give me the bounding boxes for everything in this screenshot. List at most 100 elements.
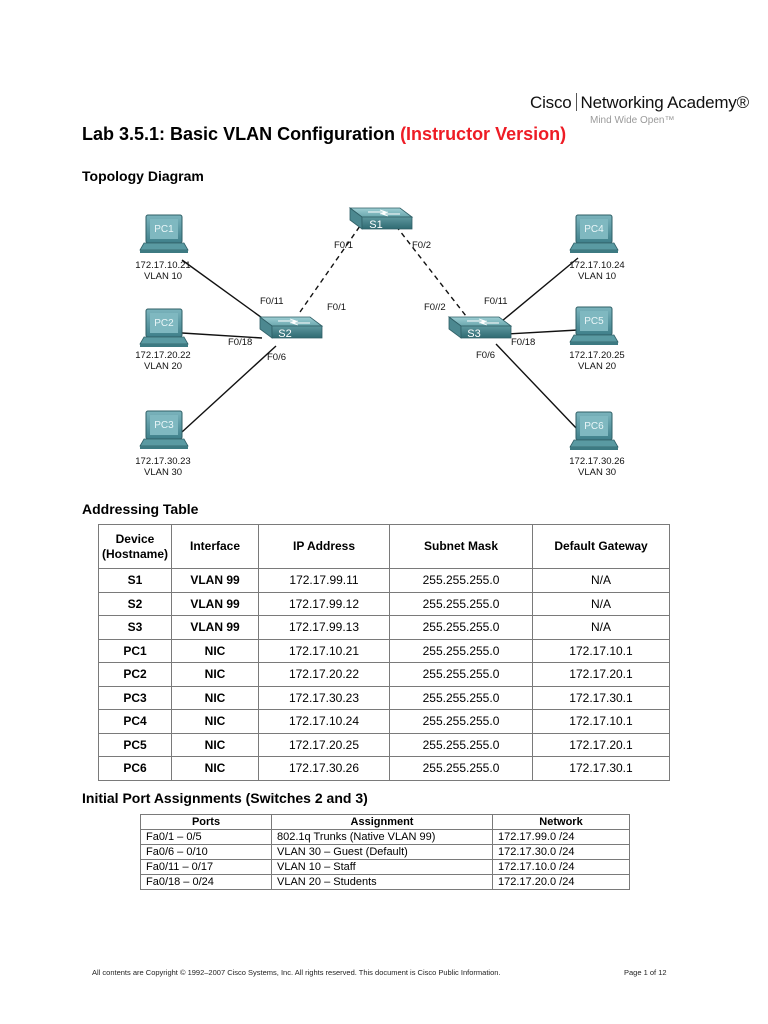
addressing-header-row: Device (Hostname) Interface IP Address S… [98, 524, 670, 569]
cell-interface: NIC [171, 732, 259, 757]
pc1-icon: PC1 [139, 214, 189, 254]
port-s3-f06: F0/6 [476, 350, 495, 361]
pc3-name: PC3 [154, 420, 174, 431]
switch-s1-label: S1 [369, 219, 382, 231]
port-s2-f06: F0/6 [267, 352, 286, 363]
pc4-name: PC4 [584, 224, 604, 235]
link-pc3-s2 [181, 345, 277, 433]
link-s2-s1-trunk [299, 225, 361, 313]
pc1-vlan: VLAN 10 [144, 271, 182, 282]
cell-mask: 255.255.255.0 [389, 709, 533, 734]
cell-gateway: 172.17.20.1 [532, 732, 670, 757]
pc5-name: PC5 [584, 316, 604, 327]
cell-network: 172.17.30.0 /24 [492, 844, 630, 860]
table-row: PC3 NIC 172.17.30.23 255.255.255.0 172.1… [98, 685, 670, 710]
cell-gateway: 172.17.10.1 [532, 709, 670, 734]
col-network: Network [492, 814, 630, 830]
cell-mask: 255.255.255.0 [389, 615, 533, 640]
table-row: Fa0/6 – 0/10 VLAN 30 – Guest (Default) 1… [140, 844, 630, 860]
cell-device: PC5 [98, 732, 172, 757]
cell-mask: 255.255.255.0 [389, 756, 533, 781]
table-row: Fa0/11 – 0/17 VLAN 10 – Staff 172.17.10.… [140, 859, 630, 875]
col-assignment: Assignment [271, 814, 493, 830]
port-assignments-heading: Initial Port Assignments (Switches 2 and… [82, 790, 368, 806]
col-device: Device (Hostname) [98, 524, 172, 569]
pc4-icon: PC4 [569, 214, 619, 254]
port-s2-f01: F0/1 [327, 302, 346, 313]
pc2-vlan: VLAN 20 [144, 361, 182, 372]
link-s3-pc6 [495, 343, 579, 431]
table-row: PC5 NIC 172.17.20.25 255.255.255.0 172.1… [98, 732, 670, 757]
pc6-name: PC6 [584, 421, 604, 432]
cell-device: PC6 [98, 756, 172, 781]
port-s1-f01: F0/1 [334, 240, 353, 251]
cell-gateway: 172.17.30.1 [532, 685, 670, 710]
cell-ip: 172.17.30.23 [258, 685, 390, 710]
cell-network: 172.17.20.0 /24 [492, 874, 630, 890]
link-s3-pc5 [505, 329, 579, 335]
col-ip: IP Address [258, 524, 390, 569]
switch-s2-icon: S2 [259, 316, 323, 340]
port-assignments-table: Ports Assignment Network Fa0/1 – 0/5 802… [140, 814, 630, 890]
footer-copyright: All contents are Copyright © 1992–2007 C… [92, 968, 501, 977]
cell-interface: NIC [171, 685, 259, 710]
switch-s2-label: S2 [278, 328, 291, 340]
pc4-vlan: VLAN 10 [578, 271, 616, 282]
title-instructor-version: (Instructor Version) [400, 124, 567, 144]
pc4-ip: 172.17.10.24 [569, 260, 624, 271]
cell-ip: 172.17.30.26 [258, 756, 390, 781]
pc2-ip: 172.17.20.22 [135, 350, 190, 361]
cell-interface: VLAN 99 [171, 615, 259, 640]
link-pc2-s2 [181, 332, 263, 339]
cell-ip: 172.17.10.24 [258, 709, 390, 734]
pc6-icon: PC6 [569, 411, 619, 451]
cell-mask: 255.255.255.0 [389, 568, 533, 593]
link-s1-s3-trunk [395, 225, 467, 317]
col-mask: Subnet Mask [389, 524, 533, 569]
cell-ip: 172.17.20.22 [258, 662, 390, 687]
table-row: Fa0/18 – 0/24 VLAN 20 – Students 172.17.… [140, 874, 630, 890]
pc5-vlan: VLAN 20 [578, 361, 616, 372]
table-row: PC4 NIC 172.17.10.24 255.255.255.0 172.1… [98, 709, 670, 734]
col-gateway: Default Gateway [532, 524, 670, 569]
col-device-line2: (Hostname) [101, 546, 168, 561]
topology-heading: Topology Diagram [82, 168, 204, 184]
pc2-icon: PC2 [139, 308, 189, 348]
cell-gateway: N/A [532, 591, 670, 616]
ports-header-row: Ports Assignment Network [140, 814, 630, 830]
port-s1-f02: F0/2 [412, 240, 431, 251]
cell-network: 172.17.10.0 /24 [492, 859, 630, 875]
col-ports: Ports [140, 814, 272, 830]
cell-interface: NIC [171, 709, 259, 734]
logo-tagline: Mind Wide Open™ [590, 115, 675, 126]
table-row: PC1 NIC 172.17.10.21 255.255.255.0 172.1… [98, 638, 670, 663]
cell-ip: 172.17.99.13 [258, 615, 390, 640]
cell-mask: 255.255.255.0 [389, 591, 533, 616]
cell-ports: Fa0/11 – 0/17 [140, 859, 272, 875]
link-s3-pc4 [495, 257, 579, 327]
page-title: Lab 3.5.1: Basic VLAN Configuration (Ins… [82, 124, 566, 145]
cell-mask: 255.255.255.0 [389, 638, 533, 663]
cell-gateway: N/A [532, 615, 670, 640]
cell-gateway: 172.17.30.1 [532, 756, 670, 781]
switch-s3-label: S3 [467, 328, 480, 340]
col-interface: Interface [171, 524, 259, 569]
cisco-logo: Cisco Networking Academy® [530, 93, 749, 113]
cell-ip: 172.17.99.11 [258, 568, 390, 593]
cell-assignment: VLAN 30 – Guest (Default) [271, 844, 493, 860]
cell-ports: Fa0/1 – 0/5 [140, 829, 272, 845]
cell-assignment: VLAN 20 – Students [271, 874, 493, 890]
switch-s1-icon: S1 [349, 207, 413, 231]
cell-gateway: N/A [532, 568, 670, 593]
cell-interface: NIC [171, 662, 259, 687]
cell-gateway: 172.17.10.1 [532, 638, 670, 663]
pc3-vlan: VLAN 30 [144, 467, 182, 478]
cell-device: S1 [98, 568, 172, 593]
table-row: S1 VLAN 99 172.17.99.11 255.255.255.0 N/… [98, 568, 670, 593]
pc1-name: PC1 [154, 224, 174, 235]
table-row: S3 VLAN 99 172.17.99.13 255.255.255.0 N/… [98, 615, 670, 640]
logo-brand-left: Cisco [530, 93, 572, 112]
logo-brand-right: Networking Academy® [580, 93, 750, 112]
cell-interface: VLAN 99 [171, 591, 259, 616]
cell-assignment: VLAN 10 – Staff [271, 859, 493, 875]
